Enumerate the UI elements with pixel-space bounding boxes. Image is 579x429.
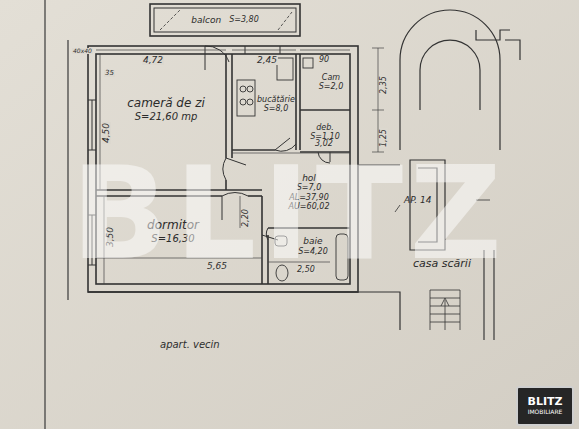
dimension: 4,72 xyxy=(142,56,164,65)
dimension: 2,35 xyxy=(380,75,388,95)
dimension: 3,02 xyxy=(314,140,334,148)
living-room: cameră de ziS=21,60 mp xyxy=(110,85,222,135)
watermark: BLITZ xyxy=(71,150,508,278)
neighbour-note: apart. vecin xyxy=(160,340,220,350)
room-area: IMOBILIARE xyxy=(528,409,563,416)
logo-box: BLITZIMOBILIARE xyxy=(516,386,574,426)
dimension: 90 xyxy=(318,56,330,64)
room-name: cameră de zi xyxy=(127,97,205,111)
dimension: 1,25 xyxy=(380,128,388,148)
room-area: S=3,80 xyxy=(229,15,259,24)
stove xyxy=(237,80,255,116)
room-area: S=21,60 mp xyxy=(135,111,198,123)
balcony-outline xyxy=(150,4,300,36)
room-name: BLITZ xyxy=(528,396,563,409)
room-area: S=8,0 xyxy=(264,104,289,113)
room-name: bucătărie xyxy=(257,95,295,104)
dimension: 35 xyxy=(104,70,115,77)
dimension: 40x40 xyxy=(72,48,93,54)
pantry-room: CamS=2,0 xyxy=(312,62,350,102)
kitchen-room: bucătărieS=8,0 xyxy=(256,84,296,124)
room-name: deb. xyxy=(316,123,334,132)
dimension: 4,50 xyxy=(102,122,111,144)
balcony-room: balcon S=3,80 xyxy=(156,9,294,31)
room-area: S=2,0 xyxy=(319,82,344,91)
room-name: Cam xyxy=(322,73,340,82)
room-name: balcon xyxy=(191,15,221,25)
dimension: 2,45 xyxy=(256,56,278,65)
sink xyxy=(277,58,293,80)
